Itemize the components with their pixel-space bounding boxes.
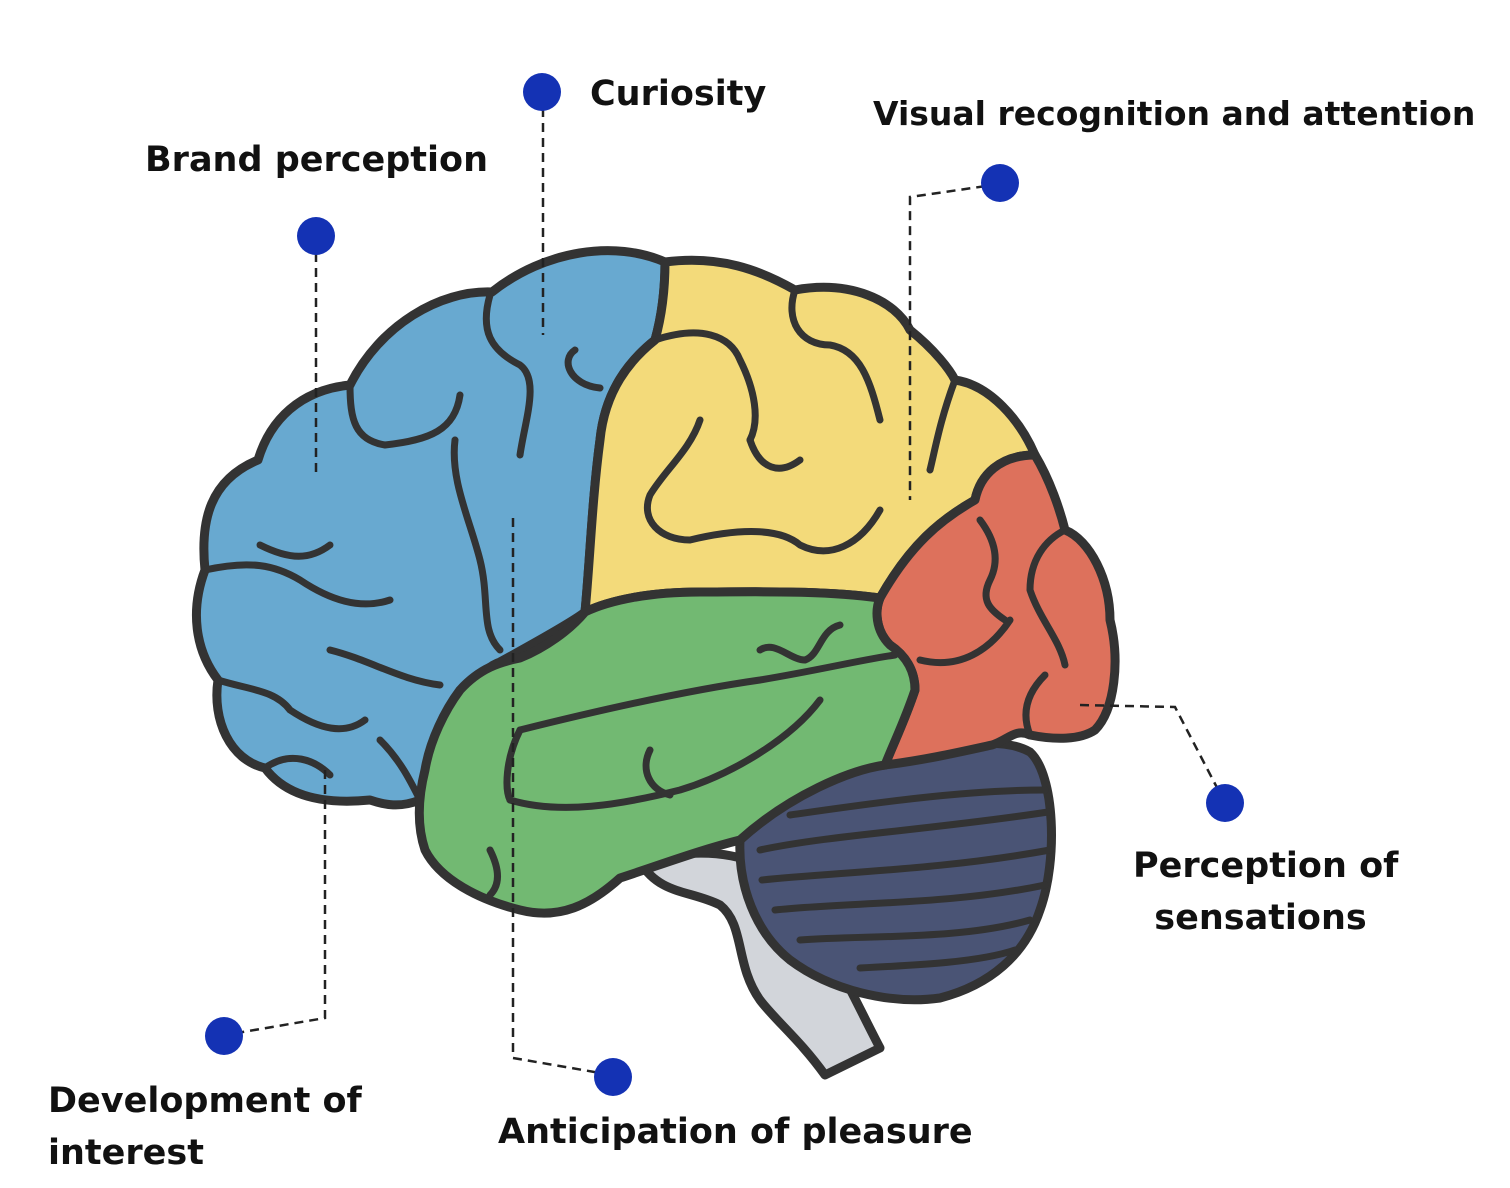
marker-curiosity <box>523 73 561 111</box>
label-development-line1: Development of <box>48 1081 362 1121</box>
label-development-of-interest: Development of interest <box>48 1075 362 1179</box>
label-visual-recognition: Visual recognition and attention <box>873 94 1476 133</box>
label-perception-line2: sensations <box>1154 898 1367 938</box>
marker-development-interest <box>205 1017 243 1055</box>
leader-visual-recognition <box>908 182 1001 500</box>
marker-anticipation-pleasure <box>594 1058 632 1096</box>
label-perception-line1: Perception of <box>1133 846 1399 886</box>
leader-development-interest <box>224 770 327 1037</box>
marker-visual-recognition <box>981 164 1019 202</box>
leader-perception-sensations <box>1079 703 1227 804</box>
marker-brand-perception <box>297 217 335 255</box>
leader-anticipation-pleasure <box>511 518 613 1077</box>
label-perception-of-sensations: Perception of sensations <box>1133 840 1399 944</box>
label-development-line2: interest <box>48 1133 204 1173</box>
marker-perception-sensations <box>1206 784 1244 822</box>
label-anticipation-of-pleasure: Anticipation of pleasure <box>498 1112 973 1152</box>
label-curiosity: Curiosity <box>590 74 767 114</box>
label-brand-perception: Brand perception <box>145 140 488 180</box>
